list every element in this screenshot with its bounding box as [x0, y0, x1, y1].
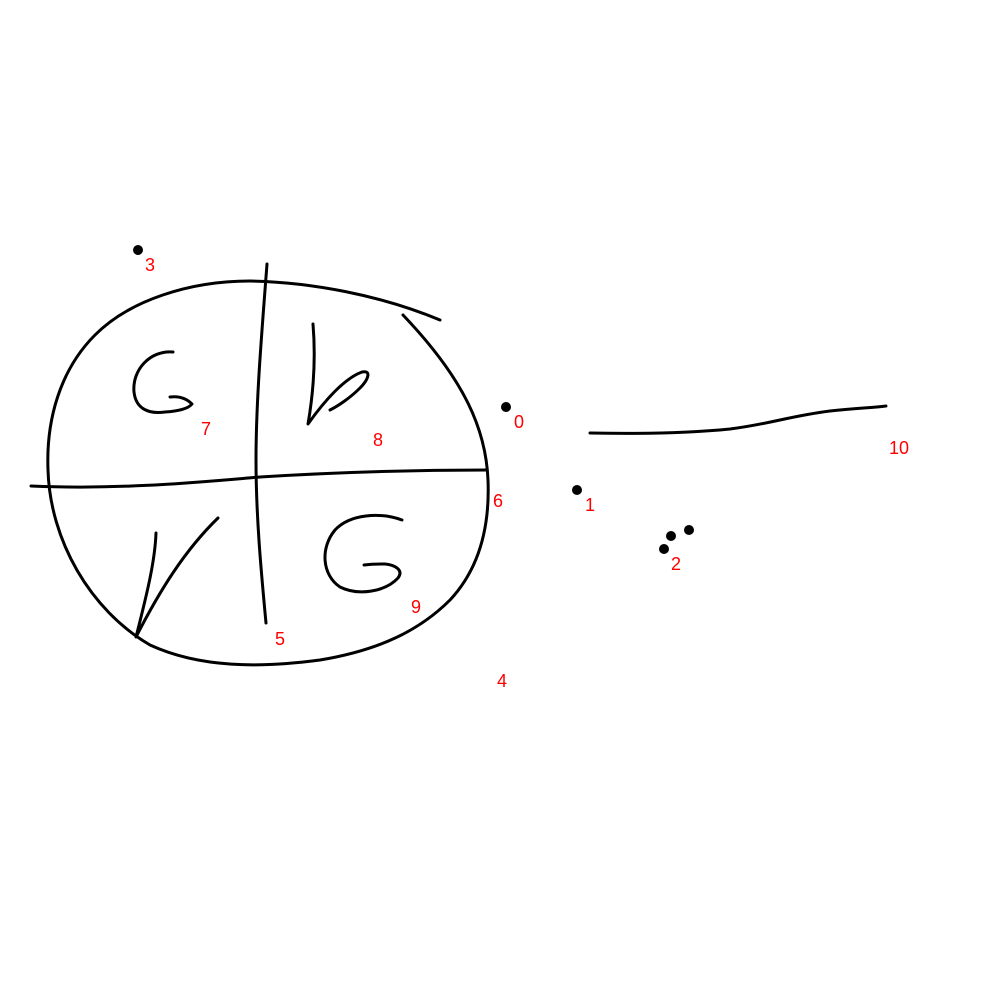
dot-0 — [501, 402, 511, 412]
label-5: 5 — [275, 629, 285, 649]
label-4: 4 — [497, 671, 507, 691]
dot-3 — [133, 245, 143, 255]
label-2: 2 — [671, 554, 681, 574]
label-0: 0 — [514, 412, 524, 432]
glyph-b-top-right — [306, 322, 370, 426]
label-3: 3 — [145, 255, 155, 275]
glyph-g-top-left — [132, 350, 194, 414]
label-10: 10 — [889, 438, 909, 458]
right-line — [588, 404, 888, 435]
glyph-g-bottom-right — [323, 513, 404, 594]
label-8: 8 — [373, 430, 383, 450]
dot-2a — [659, 544, 669, 554]
label-9: 9 — [411, 597, 421, 617]
dot-2b — [666, 531, 676, 541]
vertical-divider — [254, 262, 269, 625]
glyph-v-bottom-left — [134, 516, 220, 639]
dot-2c — [684, 525, 694, 535]
dot-1 — [572, 485, 582, 495]
circle-outline — [46, 279, 490, 667]
label-1: 1 — [585, 495, 595, 515]
horizontal-divider — [29, 468, 489, 489]
label-7: 7 — [201, 419, 211, 439]
label-6: 6 — [493, 491, 503, 511]
